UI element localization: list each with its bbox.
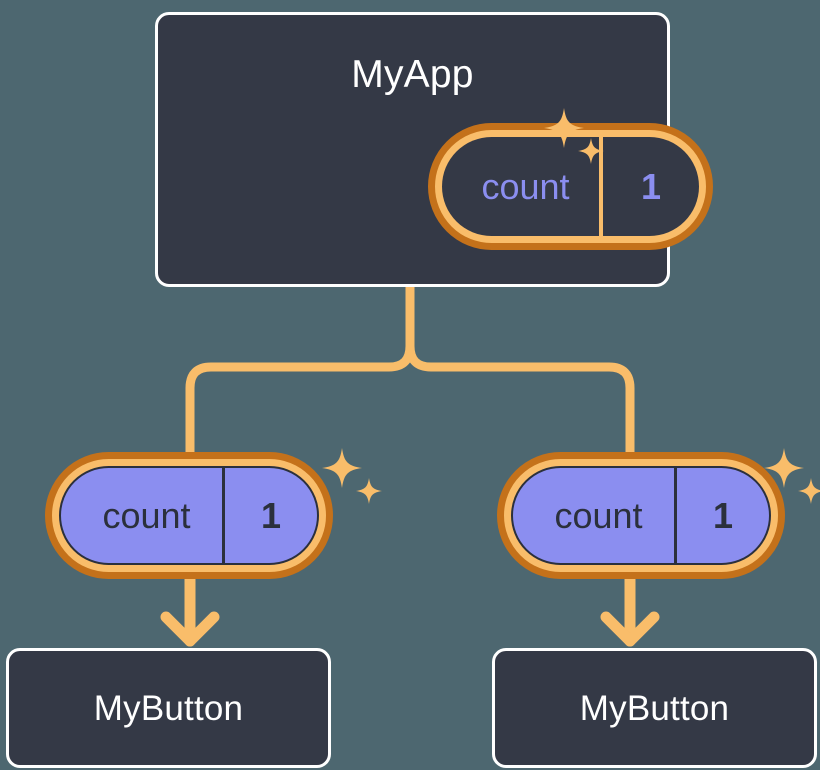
state-value: 1 <box>640 165 662 207</box>
state-value: 1 <box>712 494 734 536</box>
arrow-down-icon <box>160 569 220 647</box>
state-pill-left[interactable]: count 1 <box>45 452 333 579</box>
component-card-mybutton-left[interactable]: MyButton <box>6 648 331 768</box>
state-pill-right[interactable]: count 1 <box>497 452 785 579</box>
branch-connector-icon <box>185 282 635 457</box>
state-pill-body: count 1 <box>59 466 319 565</box>
state-value: 1 <box>260 494 282 536</box>
state-pill-body: count 1 <box>442 137 699 236</box>
arrow-down-icon <box>600 569 660 647</box>
component-card-label: MyButton <box>579 688 730 728</box>
state-pill-body: count 1 <box>511 466 771 565</box>
state-pill-myapp[interactable]: count 1 <box>428 123 713 250</box>
state-key: count <box>513 468 677 563</box>
component-card-label: MyButton <box>93 688 244 728</box>
page-title: MyApp <box>351 53 474 96</box>
component-card-mybutton-right[interactable]: MyButton <box>492 648 817 768</box>
component-card-myapp[interactable]: MyApp count 1 <box>155 12 713 287</box>
state-key: count <box>61 468 225 563</box>
state-key: count <box>442 137 603 236</box>
